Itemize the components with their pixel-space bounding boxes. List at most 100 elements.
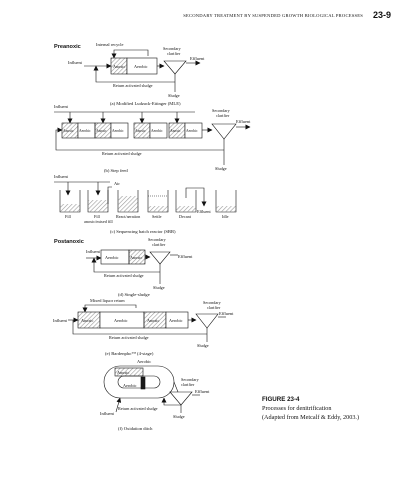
sbr-stage-5: Decant <box>179 214 192 219</box>
step-influent-label: Influent <box>54 104 69 109</box>
step-tank-7-label: Anoxic <box>170 129 181 133</box>
ss-sludge-label: Sludge <box>153 285 165 290</box>
ss-return-line <box>91 257 160 273</box>
sbr-tank-idle <box>215 190 237 213</box>
step-clarifier <box>211 123 237 140</box>
bp-tank-2-label: Aerobic <box>114 318 128 323</box>
bp-influent-label: Influent <box>53 318 68 323</box>
sbr-effluent-label: Effluent <box>197 209 211 214</box>
figure-title: FIGURE 23-4 <box>262 396 300 403</box>
sbr-tank-idle-sludge <box>216 206 236 212</box>
step-effluent-label: Effluent <box>236 119 251 124</box>
sbr-tank-fill-1 <box>59 190 81 213</box>
sbr-caption: (c) Sequencing batch reactor (SBR) <box>110 229 176 234</box>
ss-clarifier-label-2: clarifier <box>152 242 166 247</box>
od-aerobic-inner-label: Aerobic <box>123 383 137 388</box>
mle-anoxic-label: Anoxic <box>113 64 125 69</box>
bp-effluent-label: Effluent <box>219 311 234 316</box>
ss-anoxic-label: Anoxic <box>130 255 142 260</box>
step-tank-5-label: Anoxic <box>135 129 146 133</box>
od-to-clarifier <box>173 381 179 393</box>
sbr-influent-label: Influent <box>54 174 69 179</box>
sbr-tank-fill-2-liquid <box>88 200 108 212</box>
sbr-stage-note: anoxic/mixed fill <box>84 219 114 224</box>
step-clarifier-label-1: Secondary <box>212 108 231 113</box>
bp-caption: (e) Bardenpho™ (4-stage) <box>105 351 154 356</box>
preanoxic-label: Preanoxic <box>54 44 81 50</box>
page-header: SECONDARY TREATMENT BY SUSPENDED GROWTH … <box>0 9 413 21</box>
sbr-stage-2: Fill <box>94 214 101 219</box>
sbr-air-line <box>107 186 112 204</box>
bp-sludge-label: Sludge <box>197 343 209 348</box>
od-aerator <box>140 376 146 390</box>
ss-influent-label: Influent <box>86 249 101 254</box>
ss-caption: (d) Single-sludge <box>118 292 150 297</box>
sbr-tank-react <box>117 190 139 213</box>
sbr-tank-fill-2 <box>87 190 109 213</box>
sbr-decant-line <box>185 187 207 207</box>
diagram-mle: Internal recycle Influent Anoxic Aerobic… <box>68 42 205 106</box>
od-return-label: Return activated sludge <box>118 406 158 411</box>
sbr-tank-decant <box>175 190 197 213</box>
sbr-air-label: Air <box>114 181 120 186</box>
mle-aerobic-label: Aerobic <box>134 64 148 69</box>
step-tank-6-label: Aerobic <box>151 129 163 133</box>
od-clarifier <box>169 391 193 406</box>
sbr-tank-fill-1-liquid <box>60 204 80 212</box>
mle-sludge-label: Sludge <box>168 93 180 98</box>
od-caption: (f) Oxidation ditch <box>118 426 153 431</box>
bp-mixed-liquor-line <box>82 304 137 313</box>
sbr-stage-6: Idle <box>222 214 229 219</box>
step-sludge-label: Sludge <box>215 166 227 171</box>
sbr-tank-decant-sludge <box>176 206 196 212</box>
od-anoxic-label: Anoxic <box>117 370 129 375</box>
postanoxic-label: Postanoxic <box>54 239 84 245</box>
bp-mixed-liquor-label: Mixed liquor return <box>90 298 125 303</box>
step-return-label: Return activated sludge <box>102 151 142 156</box>
ss-clarifier <box>149 251 171 265</box>
mle-clarifier-label-2: clarifier <box>167 51 181 56</box>
mle-clarifier <box>163 60 187 75</box>
bp-return-label: Return activated sludge <box>109 335 149 340</box>
step-tank-4 <box>110 122 129 139</box>
diagram-single-sludge: Influent Aerobic Anoxic Secondary clarif… <box>86 237 193 297</box>
mle-caption: (a) Modified Ludzack-Ettinger (MLE) <box>110 101 181 106</box>
step-return-line <box>55 129 224 151</box>
sbr-stage-4: Settle <box>152 214 162 219</box>
od-effluent-label: Effluent <box>195 389 210 394</box>
ss-effluent-label: Effluent <box>178 254 193 259</box>
bp-clarifier-label-1: Secondary <box>203 300 222 305</box>
bp-tank-1-label: Anoxic <box>81 318 93 323</box>
bp-clarifier-label-2: clarifier <box>207 305 221 310</box>
step-tank-1-label: Anoxic <box>63 129 74 133</box>
step-clarifier-label-2: clarifier <box>216 113 230 118</box>
mle-effluent-label: Effluent <box>190 56 205 61</box>
internal-recycle-line <box>111 49 149 59</box>
od-aerobic-top-label: Aerobic <box>137 359 151 364</box>
od-clarifier-label-2: clarifier <box>181 382 195 387</box>
od-influent-arrow <box>115 397 122 413</box>
mle-return-line <box>93 65 175 83</box>
bp-clarifier <box>195 313 219 329</box>
sbr-tank-settle-sludge <box>148 206 168 212</box>
diagram-bardenpho: Mixed liquor return Influent Anoxic Aero… <box>53 298 234 356</box>
figure-description: Processes for denitrification <box>262 405 332 412</box>
sbr-stage-3: React/aeration <box>116 214 141 219</box>
ss-clarifier-label-1: Secondary <box>148 237 167 242</box>
step-tank-8 <box>184 122 203 139</box>
internal-recycle-label: Internal recycle <box>96 42 123 47</box>
sbr-tank-react-liquid <box>118 196 138 212</box>
sbr-tank-settle <box>147 190 169 213</box>
step-tank-3-label: Anoxic <box>96 129 107 133</box>
od-influent-label: Influent <box>100 411 115 416</box>
figure-source: (Adapted from Metcalf & Eddy, 2003.) <box>262 414 360 421</box>
diagram-oxidation-ditch: Aerobic Anoxic Aerobic Secondary clarifi… <box>100 359 210 431</box>
step-caption: (b) Step feed <box>104 168 128 173</box>
od-clarifier-label-1: Secondary <box>181 377 200 382</box>
diagram-step-feed: Influent Anoxic Aerobic Anoxic Aerobic A… <box>54 104 251 173</box>
step-tank-8-label: Aerobic <box>186 129 198 133</box>
mle-clarifier-label-1: Secondary <box>163 46 182 51</box>
figure-caption: FIGURE 23-4 Processes for denitrificatio… <box>262 396 402 422</box>
